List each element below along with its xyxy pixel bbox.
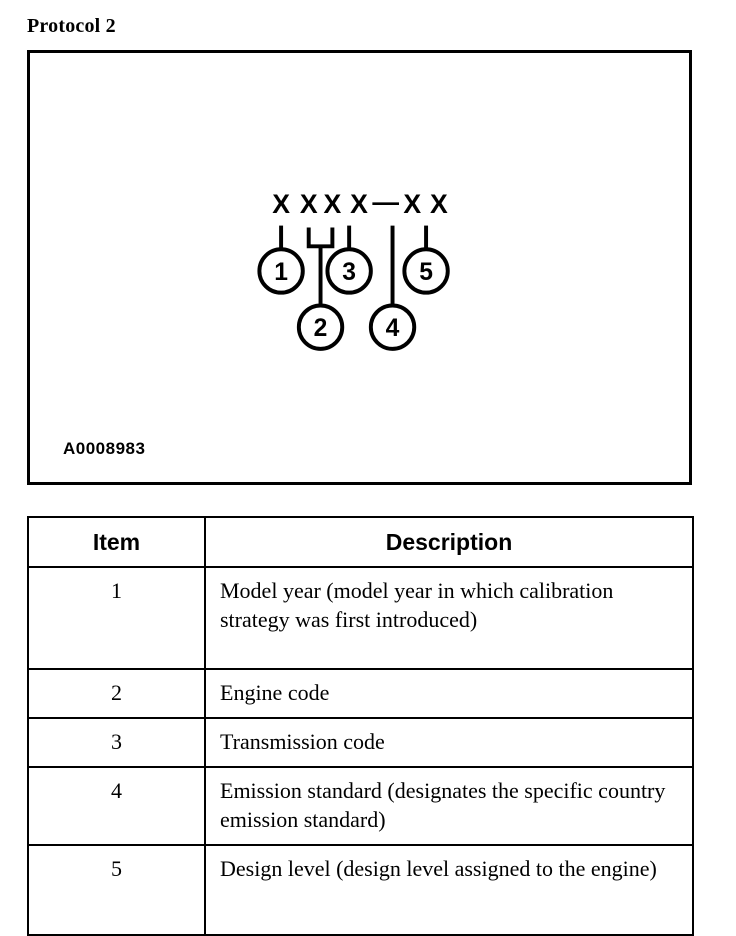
cell-item: 3	[27, 717, 206, 768]
page-title: Protocol 2	[27, 15, 116, 37]
column-header-item: Item	[27, 516, 206, 568]
figure-panel: X X X X — X X 1 2 3 4 5 A0008983	[27, 50, 692, 485]
code-char-dash: —	[372, 187, 399, 217]
cell-description: Emission standard (designates the specif…	[204, 766, 694, 846]
column-header-description: Description	[204, 516, 694, 568]
table-row: 4 Emission standard (designates the spec…	[27, 766, 694, 846]
callout-label-4: 4	[386, 315, 400, 342]
legend-table: Item Description 1 Model year (model yea…	[27, 516, 694, 936]
callout-circle-5	[402, 247, 450, 295]
cell-item: 1	[27, 566, 206, 670]
callout-label-3: 3	[342, 259, 356, 286]
cell-item: 4	[27, 766, 206, 846]
code-char-6: X	[430, 189, 448, 219]
callout-label-5: 5	[419, 259, 433, 286]
cell-description: Engine code	[204, 668, 694, 719]
leader-bracket-2	[306, 227, 335, 249]
code-char-5: X	[403, 189, 421, 219]
cell-item: 5	[27, 844, 206, 936]
code-breakdown-diagram: X X X X — X X 1 2 3 4 5	[257, 187, 450, 351]
code-char-2: X	[300, 189, 318, 219]
table-row: 5 Design level (design level assigned to…	[27, 844, 694, 936]
cell-description: Model year (model year in which calibrat…	[204, 566, 694, 670]
code-char-3: X	[324, 189, 342, 219]
table-header-row: Item Description	[27, 516, 694, 568]
table-row: 3 Transmission code	[27, 717, 694, 768]
code-char-1: X	[272, 189, 290, 219]
code-char-4: X	[350, 189, 368, 219]
figure-reference-id: A0008983	[63, 439, 146, 458]
callout-circle-3	[325, 247, 373, 295]
table-row: 1 Model year (model year in which calibr…	[27, 566, 694, 670]
callout-label-1: 1	[274, 259, 288, 286]
cell-description: Transmission code	[204, 717, 694, 768]
callout-circle-4	[368, 303, 417, 351]
cell-item: 2	[27, 668, 206, 719]
table-row: 2 Engine code	[27, 668, 694, 719]
callout-circle-1	[257, 247, 305, 295]
callout-circle-2	[296, 303, 345, 351]
cell-description: Design level (design level assigned to t…	[204, 844, 694, 936]
callout-label-2: 2	[314, 315, 328, 342]
